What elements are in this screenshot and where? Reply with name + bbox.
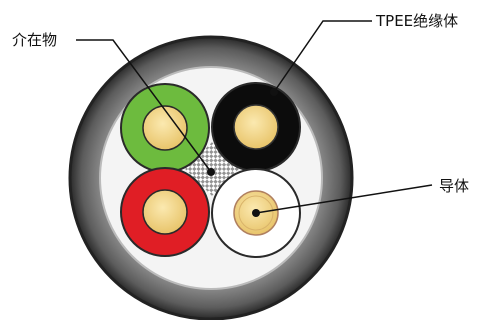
leader-dot-filler bbox=[207, 168, 215, 176]
label-insulation: TPEE绝缘体 bbox=[375, 12, 458, 30]
conductor-green bbox=[142, 105, 188, 151]
conductor-black bbox=[233, 104, 279, 150]
leader-dot-conductor bbox=[252, 209, 260, 217]
conductor-red bbox=[142, 189, 188, 235]
conductor-white-strand-ring bbox=[238, 195, 274, 231]
leader-dot-insulation bbox=[270, 88, 278, 96]
label-filler: 介在物 bbox=[12, 31, 57, 49]
leader-line-insulation bbox=[273, 20, 372, 93]
label-conductor: 导体 bbox=[439, 177, 469, 195]
leader-line-filler bbox=[76, 39, 212, 173]
leader-line-conductor bbox=[255, 184, 433, 214]
